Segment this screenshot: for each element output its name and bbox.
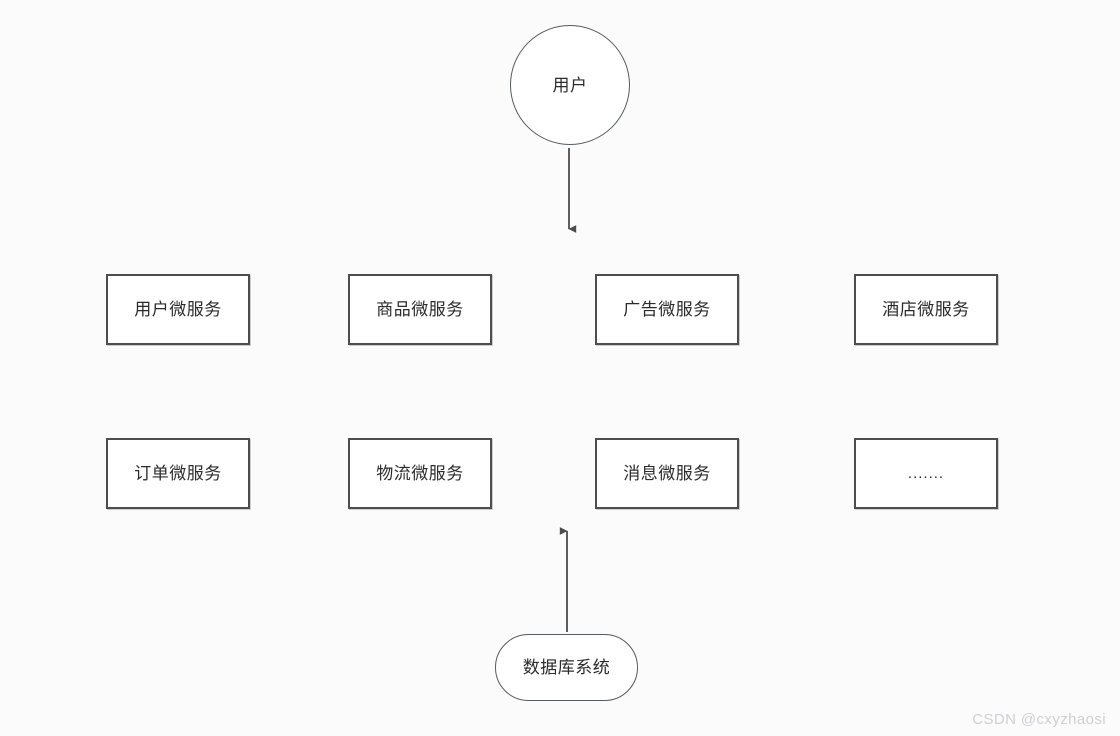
node-database-system[interactable]: 数据库系统 (495, 634, 638, 701)
node-product-microservice[interactable]: 商品微服务 (348, 274, 492, 345)
node-user-microservice-label: 用户微服务 (134, 300, 222, 319)
node-more-services[interactable]: ....... (854, 438, 998, 509)
node-product-microservice-label: 商品微服务 (376, 300, 464, 319)
node-user-actor-label: 用户 (552, 75, 588, 95)
node-database-system-label: 数据库系统 (522, 658, 611, 677)
node-user-microservice[interactable]: 用户微服务 (106, 274, 250, 345)
node-logistics-microservice-label: 物流微服务 (376, 464, 464, 483)
node-message-microservice[interactable]: 消息微服务 (595, 438, 739, 509)
node-logistics-microservice[interactable]: 物流微服务 (348, 438, 492, 509)
node-ad-microservice[interactable]: 广告微服务 (595, 274, 739, 345)
node-more-services-label: ....... (907, 465, 945, 482)
node-message-microservice-label: 消息微服务 (623, 464, 711, 483)
node-user-actor[interactable]: 用户 (510, 25, 630, 145)
node-order-microservice[interactable]: 订单微服务 (106, 438, 250, 509)
csdn-watermark: CSDN @cxyzhaosi (972, 711, 1106, 728)
node-hotel-microservice[interactable]: 酒店微服务 (854, 274, 998, 345)
node-order-microservice-label: 订单微服务 (134, 464, 222, 483)
node-hotel-microservice-label: 酒店微服务 (882, 300, 970, 319)
node-ad-microservice-label: 广告微服务 (623, 300, 711, 319)
